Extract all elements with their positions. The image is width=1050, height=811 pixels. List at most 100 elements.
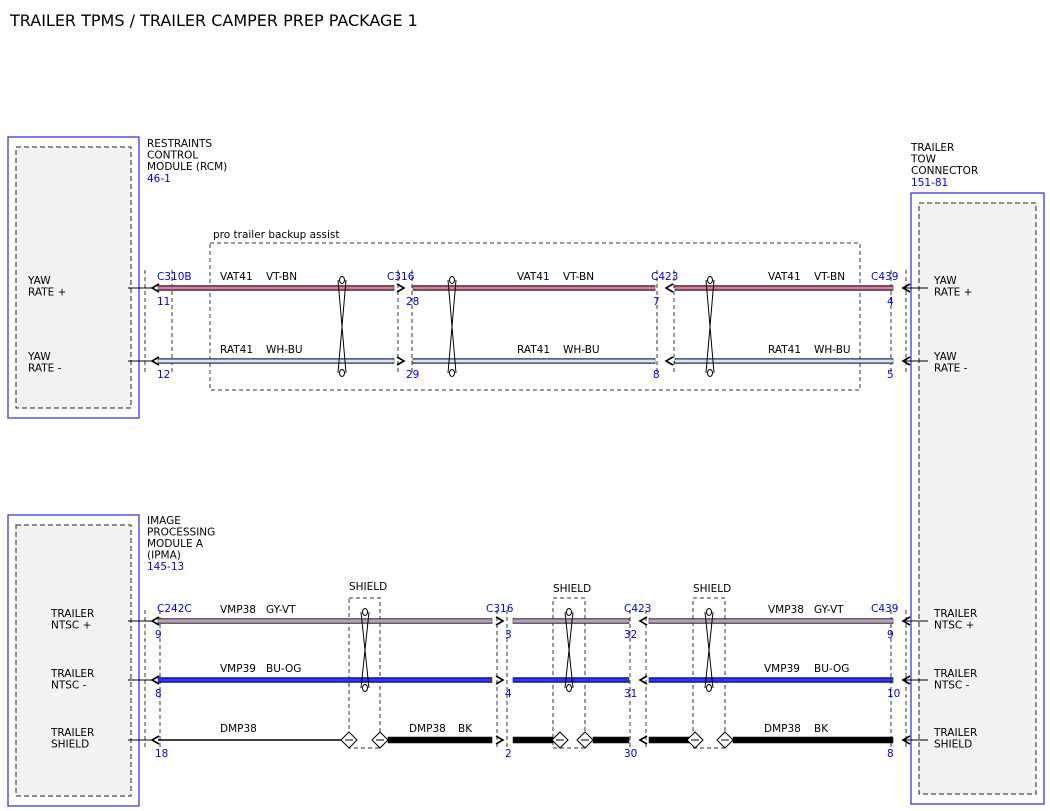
twist-loop [449,369,455,377]
wire-color-label: GY-VT [266,604,296,616]
wire-color-label: VT-BN [814,271,845,283]
twist-loop [566,684,572,692]
wire-color-label: BU-OG [266,663,301,675]
wire-segment [732,736,894,744]
circuit-label: VMP38 [768,604,804,616]
circuit-label: RAT41 [517,344,550,356]
connector-pin [150,356,160,366]
tow-pin-label: RATE + [934,287,972,299]
connector-pin [396,283,406,293]
wire-color-label: WH-BU [563,344,600,356]
wire-segment [648,736,691,744]
twist-loop [362,608,368,616]
wire-color-label: BK [814,723,829,735]
pin-number: 12 [157,369,170,381]
connector-id: C439 [871,271,898,283]
circuit-label: DMP38 [220,723,257,735]
wire-segment [512,736,554,744]
circuit-label: VAT41 [517,271,550,283]
pin-number: 10 [887,688,900,700]
connector-pin [638,675,648,685]
pin-number: 28 [406,296,419,308]
shield-outline [552,597,586,749]
connector-pin [150,735,160,745]
rcm-pin-label: RATE - [28,363,62,375]
pin-number: 30 [624,748,637,760]
ipma-name: MODULE A [147,538,204,550]
pin-number: 18 [155,748,168,760]
pin-number: 8 [155,688,162,700]
ipma-pin-label: NTSC - [51,680,87,692]
circuit-label: VMP38 [220,604,256,616]
tow-pin-label: RATE - [934,363,968,375]
wire-color-label: BU-OG [814,663,849,675]
rcm-name: MODULE (RCM) [147,161,227,173]
connector-pin [664,356,674,366]
connector-pin [495,616,505,626]
pin-number: 4 [887,296,894,308]
shield-outline [348,597,381,749]
twist-loop [706,608,712,616]
tow-name: TOW [910,154,937,166]
twist-loop [707,369,713,377]
connector-id: C242C [157,603,192,615]
shield-label: SHIELD [349,581,387,593]
tow-pin-label: YAW [933,351,957,363]
pin-number: 5 [887,369,894,381]
circuit-label: VAT41 [220,271,253,283]
ipma-name: IMAGE [147,515,181,527]
twist-loop [707,276,713,284]
pin-number: 8 [887,748,894,760]
connector-pin [495,735,505,745]
tow-connector-module-inner [918,202,1037,795]
pin-number: 11 [157,296,170,308]
tow-pin-label: TRAILER [933,608,977,620]
connector-pin [495,675,505,685]
rcm-pin-label: YAW [27,275,51,287]
twist-marker [564,611,574,689]
connector-pin [664,283,674,293]
connector-pin [150,283,160,293]
wire-color-label: WH-BU [814,344,851,356]
wire-segment [387,736,493,744]
wire-color-label: GY-VT [814,604,844,616]
connector-pin [638,616,648,626]
pin-number: 9 [887,629,894,641]
ipma-ref: 145-13 [147,561,184,573]
ipma-module-inner [15,524,132,797]
connector-pin [150,675,160,685]
tow-name: TRAILER [910,142,954,154]
twist-loop [339,276,345,284]
twist-loop [706,684,712,692]
twist-loop [449,276,455,284]
pin-number: 9 [155,629,162,641]
ipma-pin-label: NTSC + [51,620,91,632]
pin-number: 29 [406,369,419,381]
tow-ref: 151-81 [911,177,948,189]
pin-number: 3 [505,629,512,641]
rcm-ref: 46-1 [147,173,171,185]
ipma-pin-label: TRAILER [50,727,94,739]
pin-number: 31 [624,688,637,700]
twist-marker [704,611,714,689]
tow-pin-label: SHIELD [934,739,972,751]
wire-color-label: WH-BU [266,344,303,356]
circuit-label: VMP39 [764,663,800,675]
rcm-pin-label: RATE + [28,287,66,299]
harness-group-label: pro trailer backup assist [213,229,340,241]
connector-id: C316 [387,271,415,283]
shield-outline [692,597,726,749]
tow-pin-label: YAW [933,275,957,287]
circuit-label: DMP38 [764,723,801,735]
wire-color-label: BK [458,723,473,735]
rcm-pin-label: YAW [27,351,51,363]
pin-number: 4 [505,688,512,700]
wire-color-label: VT-BN [563,271,594,283]
twist-marker [360,611,370,689]
twist-loop [566,608,572,616]
twist-marker [337,279,347,374]
twist-marker [705,279,715,374]
ipma-pin-label: SHIELD [51,739,89,751]
twist-loop [362,684,368,692]
